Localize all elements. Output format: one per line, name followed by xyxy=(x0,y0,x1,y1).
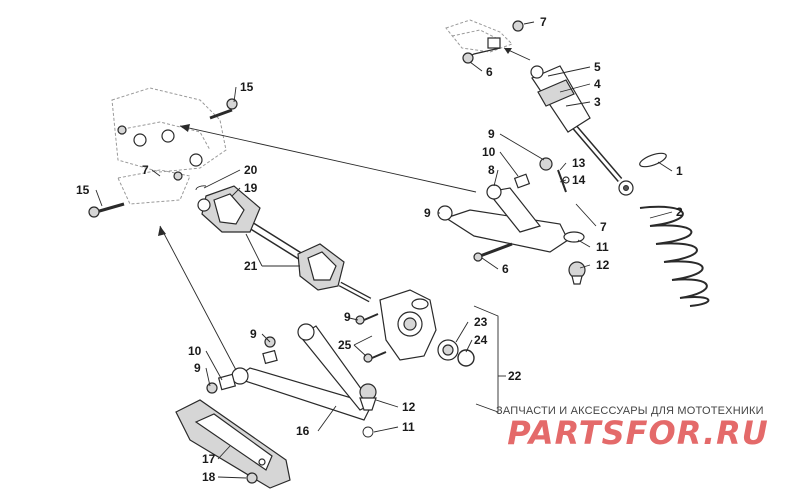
callout-6-mid: 6 xyxy=(502,262,509,276)
callout-21: 21 xyxy=(244,259,258,273)
callout-16: 16 xyxy=(296,424,310,438)
skid-plate-screw xyxy=(246,472,258,484)
callout-2: 2 xyxy=(676,205,683,219)
callout-11-b: 11 xyxy=(402,420,415,434)
callout-10-b: 10 xyxy=(188,344,202,358)
shock-nut-top xyxy=(512,20,524,32)
ball-joint-upper xyxy=(568,261,586,285)
shock-absorber xyxy=(530,65,634,196)
ball-joint-lower xyxy=(359,383,377,411)
lower-a-arm xyxy=(231,323,373,421)
callout-14: 14 xyxy=(572,173,586,187)
bearing-snap-ring xyxy=(457,349,475,367)
shaft-snap-ring xyxy=(195,185,207,191)
callout-5: 5 xyxy=(594,60,601,74)
callout-15-top: 15 xyxy=(240,80,254,94)
callout-24: 24 xyxy=(474,333,488,347)
wheel-bearing xyxy=(437,339,459,361)
callout-23: 23 xyxy=(474,315,488,329)
frame-bolt-lower xyxy=(88,202,125,218)
callout-10-a: 10 xyxy=(482,145,496,159)
coil-spring xyxy=(639,205,710,307)
callout-11-a: 11 xyxy=(596,240,609,254)
callout-3: 3 xyxy=(594,95,601,109)
group-bracket-22 xyxy=(473,305,506,413)
callout-17: 17 xyxy=(202,452,216,466)
frame-bolt-upper xyxy=(209,98,238,120)
callout-9-e: 9 xyxy=(344,310,351,324)
callout-20: 20 xyxy=(244,163,258,177)
callout-leaders xyxy=(95,21,673,479)
drive-shaft xyxy=(197,185,372,303)
assembly-leader-lines xyxy=(158,47,531,371)
watermark-subtitle: ЗАПЧАСТИ И АКСЕССУАРЫ ДЛЯ МОТОТЕХНИКИ xyxy=(496,405,764,417)
watermark-logo-text: PARTSFOR.RU xyxy=(507,414,768,452)
upper-a-arm xyxy=(437,184,585,253)
callout-12-a: 12 xyxy=(596,258,610,272)
steering-knuckle xyxy=(379,289,437,361)
frame-nuts xyxy=(117,125,183,181)
callout-9-d: 9 xyxy=(194,361,201,375)
callout-7-left: 7 xyxy=(142,163,149,177)
upper-arm-bolt xyxy=(473,242,513,262)
callout-12-b: 12 xyxy=(402,400,416,414)
callout-4: 4 xyxy=(594,77,601,91)
callout-6-top: 6 xyxy=(486,65,493,79)
callout-22: 22 xyxy=(508,369,522,383)
callout-13: 13 xyxy=(572,156,586,170)
callout-7-mid: 7 xyxy=(600,220,607,234)
frame-bracket-left xyxy=(111,87,227,205)
frame-bracket-upper-right xyxy=(445,19,513,53)
callout-9-b: 9 xyxy=(424,206,431,220)
upper-arm-bushings xyxy=(513,157,553,189)
callout-labels: 1 2 3 4 5 6 6 7 7 7 8 9 9 9 9 9 10 10 11… xyxy=(76,15,683,484)
shock-bolt-top xyxy=(462,47,501,64)
lower-snap-ring xyxy=(362,426,374,438)
knuckle-bolts xyxy=(355,313,387,363)
callout-25: 25 xyxy=(338,338,352,352)
callout-8: 8 xyxy=(488,163,495,177)
callout-9-c: 9 xyxy=(250,327,257,341)
callout-1: 1 xyxy=(676,164,683,178)
callout-15-left: 15 xyxy=(76,183,90,197)
callout-9-a: 9 xyxy=(488,127,495,141)
callout-18: 18 xyxy=(202,470,216,484)
callout-19: 19 xyxy=(244,181,258,195)
callout-7-top: 7 xyxy=(540,15,547,29)
watermark-logo: PARTSFOR.RU xyxy=(507,414,768,452)
skid-plate xyxy=(175,399,291,489)
spring-retainer-ring xyxy=(639,152,667,168)
